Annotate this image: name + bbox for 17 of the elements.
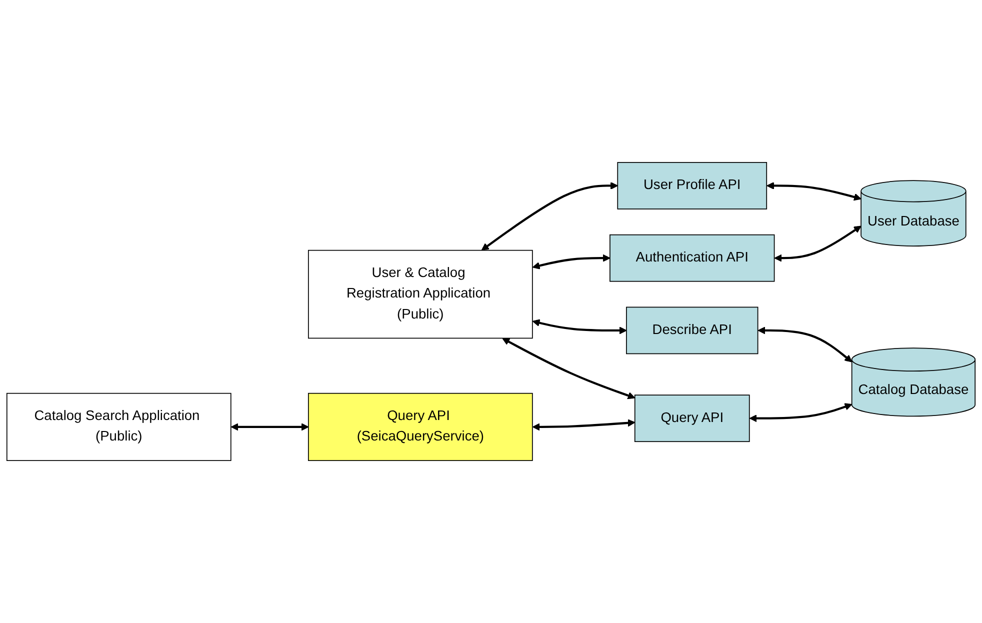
node-box: Catalog Search Application (Public) [6,392,232,461]
node-box: User Profile API [617,162,768,210]
arrow [502,338,636,400]
node-box: Query API (SeicaQueryService) [308,392,533,461]
arrow [774,226,862,262]
node-box: User & Catalog Registration Application (Public) [308,250,533,339]
arrow [766,182,862,201]
arrow [749,403,852,422]
node-box: Describe API [626,306,758,354]
arrow [230,423,309,431]
arrow [532,419,636,431]
node-box: Authentication API [610,234,775,282]
node-box: Query API [634,394,750,442]
arrow [532,254,610,270]
arrow [758,326,852,362]
arrow [481,182,618,250]
arrow [532,319,627,334]
